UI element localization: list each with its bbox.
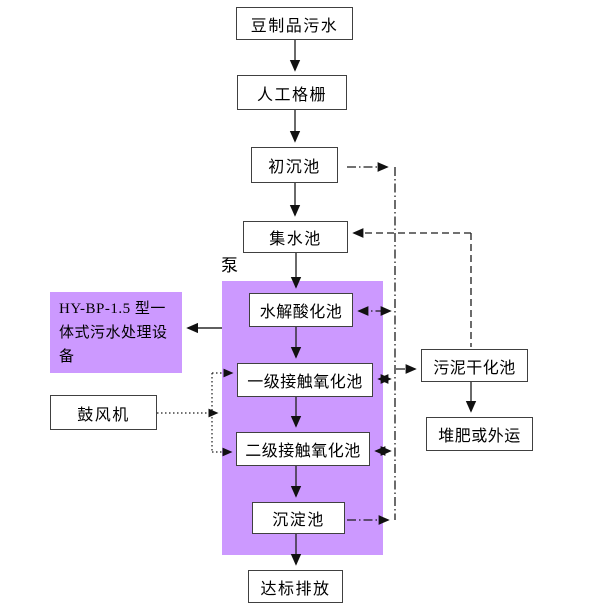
node-blower-label: 鼓风机 [77, 406, 130, 424]
node-compost-or-transport: 堆肥或外运 [426, 417, 533, 451]
node-hydrolysis-label: 水解酸化池 [259, 304, 343, 321]
node-contact-oxidation-tank-2: 二级接触氧化池 [236, 432, 370, 466]
node-discharge-label: 达标排放 [260, 580, 331, 598]
pump-label: 泵 [221, 256, 238, 275]
node-collecting-tank-label: 集水池 [269, 231, 322, 248]
node-source-wastewater: 豆制品污水 [236, 7, 353, 40]
node-primary-settling-tank: 初沉池 [251, 147, 338, 183]
node-compost-label: 堆肥或外运 [438, 428, 521, 445]
node-manual-screen: 人工格栅 [237, 75, 347, 110]
node-source-label: 豆制品污水 [250, 17, 339, 35]
node-primary-settling-label: 初沉池 [268, 159, 321, 176]
node-sludge-drying-label: 污泥干化池 [433, 359, 516, 377]
node-contact-oxidation-tank-1: 一级接触氧化池 [237, 363, 373, 397]
node-blower: 鼓风机 [50, 395, 157, 430]
node-hydrolysis-acidification-tank: 水解酸化池 [249, 293, 353, 327]
node-discharge: 达标排放 [248, 570, 343, 603]
node-equipment-callout: HY-BP-1.5 型一体式污水处理设备 [50, 292, 182, 373]
node-manual-screen-label: 人工格栅 [256, 86, 327, 104]
node-equipment-label: HY-BP-1.5 型一体式污水处理设备 [59, 301, 168, 365]
node-oxidation2-label: 二级接触氧化池 [245, 443, 361, 460]
node-oxidation1-label: 一级接触氧化池 [247, 374, 363, 391]
node-settling-label: 沉淀池 [272, 512, 325, 529]
node-collecting-tank: 集水池 [243, 221, 348, 253]
node-sludge-drying-tank: 污泥干化池 [421, 349, 528, 382]
node-settling-tank: 沉淀池 [252, 502, 345, 534]
